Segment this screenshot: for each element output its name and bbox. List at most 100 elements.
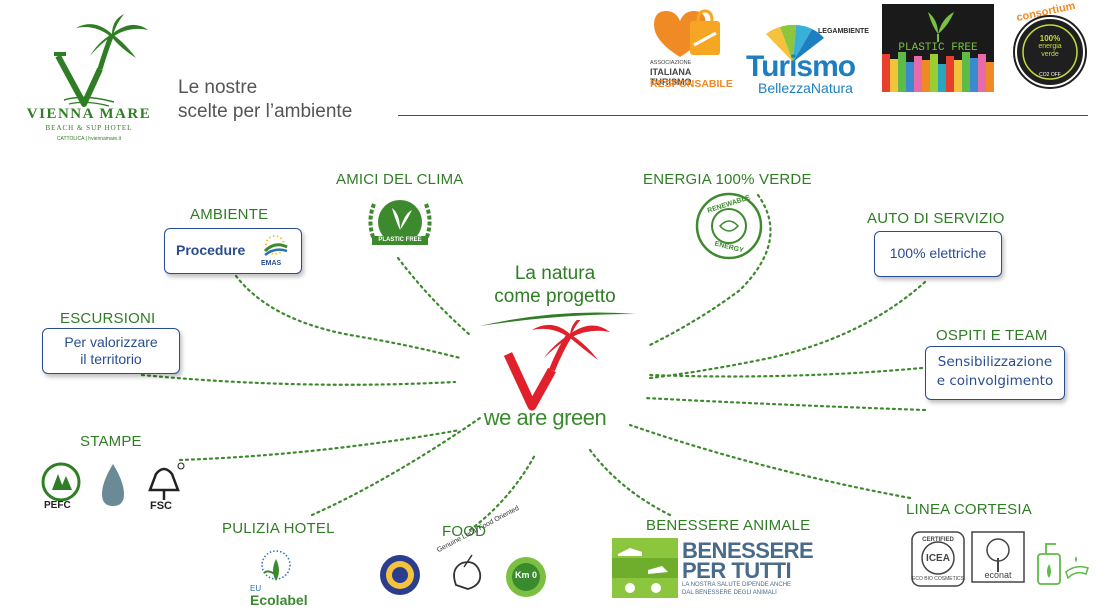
heart-bag-icon	[654, 9, 720, 57]
cortesia-logos	[911, 531, 1089, 587]
headline-line2: scelte per l’ambiente	[178, 101, 353, 122]
center-brand: we are green	[483, 405, 607, 430]
cortesia-title: LINEA CORTESIA	[906, 501, 1032, 518]
aitr-line1: ASSOCIAZIONE	[650, 60, 692, 66]
header-rule	[398, 115, 1088, 116]
escursioni-box[interactable]: Per valorizzare il territorio	[42, 328, 180, 374]
connector-stampe	[178, 428, 462, 462]
food-title: FOOD	[442, 523, 487, 540]
eu-ecolabel-icon	[261, 550, 291, 581]
amici-clima-badge-text: PLASTIC FREE	[378, 237, 422, 243]
ecolabel-text: Ecolabel	[250, 592, 308, 608]
consortium-co2: CO2 OFF	[1039, 72, 1061, 78]
connector-auto	[648, 280, 927, 380]
icea-icon	[911, 531, 965, 587]
page-headline: Le nostre scelte per l’ambiente	[178, 76, 352, 124]
aitr-logo[interactable]: ASSOCIAZIONE ITALIANA TURISMO RESPONSABI…	[650, 5, 733, 95]
auto-box-text: 100% elettriche	[889, 245, 987, 261]
fsc-text: FSC	[150, 500, 172, 512]
connector-escursioni	[140, 373, 457, 386]
ambiente-box[interactable]: Procedure EMAS	[164, 228, 302, 274]
amici-clima-title: AMICI DEL CLIMA	[336, 171, 464, 188]
pulizia-title: PULIZIA HOTEL	[222, 520, 335, 537]
connector-energia	[648, 193, 772, 347]
ospiti-title: OSPITI E TEAM	[936, 327, 1048, 344]
connector-ospiti	[648, 366, 924, 378]
consortium-energia: energia	[1038, 43, 1062, 50]
auto-title: AUTO DI SERVIZIO	[867, 210, 1005, 227]
tagline-line1: La natura	[514, 263, 596, 284]
icea-mid: ICEA	[926, 553, 950, 564]
headline-line1: Le nostre	[178, 77, 258, 98]
food-logos	[380, 554, 546, 597]
ospiti-box[interactable]: Sensibilizzazione e coinvolgimento	[925, 346, 1065, 400]
water-drop-icon	[102, 464, 124, 506]
consortium-badge	[1013, 15, 1087, 89]
hotel-subtitle: BEACH & SUP HOTEL	[45, 124, 133, 132]
benessere-logo[interactable]: BENESSERE PER TUTTI LA NOSTRA SALUTE DIP…	[612, 538, 822, 598]
connector-amici	[396, 256, 472, 337]
km0-icon	[506, 557, 546, 597]
ambiente-box-text: Procedure	[176, 242, 246, 258]
ospiti-box-line1: Sensibilizzazione	[937, 354, 1053, 370]
ecolabel-eu: EU	[250, 584, 262, 593]
pefc-text: PEFC	[44, 500, 71, 511]
plastic-free-text: PLASTIC FREE	[898, 42, 978, 54]
benessere-sub2: DAL BENESSERE DEGLI ANIMALI	[682, 590, 777, 596]
stampe-title: STAMPE	[80, 433, 142, 450]
connector-pulizia	[310, 416, 482, 517]
center-tagline: La natura come progetto	[470, 262, 640, 308]
tagline-line2: come progetto	[494, 286, 616, 307]
emas-icon	[263, 235, 288, 257]
km0-text: Km 0	[514, 570, 537, 580]
escursioni-box-line2: il territorio	[80, 351, 142, 367]
fsc-icon	[148, 462, 185, 500]
renewable-energy-icon	[695, 192, 763, 260]
local-food-icon	[453, 554, 482, 590]
dop-icon	[380, 555, 420, 595]
consortium-verde: verde	[1041, 51, 1059, 58]
benessere-sub1: LA NOSTRA SALUTE DIPENDE ANCHE	[682, 582, 792, 588]
consortium-100: 100%	[1039, 34, 1061, 43]
escursioni-title: ESCURSIONI	[60, 310, 156, 327]
emas-text: EMAS	[261, 260, 282, 267]
hotel-logo[interactable]: VIENNA MARE BEACH & SUP HOTEL CATTOLICA …	[14, 14, 164, 144]
connector-food	[468, 453, 537, 532]
stampe-logos	[41, 462, 185, 506]
soap-dispenser-icon	[1037, 543, 1089, 585]
aitr-line2: ITALIANA TURISMO	[650, 67, 692, 87]
auto-box[interactable]: 100% elettriche	[874, 231, 1002, 277]
econat-icon	[971, 531, 1025, 583]
farm-animals-icon	[612, 538, 678, 598]
hotel-location: CATTOLICA | hviennamare.it	[56, 136, 122, 142]
icea-top: CERTIFIED	[922, 537, 954, 543]
energia-title: ENERGIA 100% VERDE	[643, 171, 812, 188]
ambiente-title: AMBIENTE	[190, 206, 269, 223]
connector-benessere	[588, 448, 672, 517]
benessere-title: BENESSERE ANIMALE	[646, 517, 811, 534]
hotel-name: VIENNA MARE	[26, 106, 152, 122]
fan-icon	[766, 24, 824, 62]
pefc-icon	[41, 462, 81, 502]
palm-v-icon	[54, 14, 148, 107]
aitr-line3: RESPONSABILE	[650, 78, 733, 90]
legambiente-bellezza: BellezzaNatura	[758, 80, 853, 96]
econat-text: econat	[984, 570, 1012, 580]
ospiti-box-line2: e coinvolgimento	[936, 373, 1054, 389]
tagline-swoosh	[480, 312, 636, 326]
consortium-logo[interactable]: consortium 100% energia verde CO2 OFF	[1010, 0, 1090, 98]
benessere-line2: PER TUTTI	[682, 558, 792, 583]
legambiente-turismo: Turismo	[746, 50, 856, 83]
connector-ospiti2	[643, 396, 927, 412]
benessere-line1: BENESSERE	[682, 538, 814, 563]
connector-cortesia	[628, 423, 912, 500]
legambiente-logo[interactable]: LEGAMBIENTE Turismo BellezzaNatura	[744, 20, 869, 98]
plastic-free-logo[interactable]: PLASTIC FREE	[882, 4, 994, 92]
center-palm-v-icon	[503, 320, 610, 411]
connector-ambiente	[234, 274, 462, 360]
legambiente-brand: LEGAMBIENTE	[818, 28, 869, 35]
escursioni-box-line1: Per valorizzare	[64, 334, 158, 350]
icea-bottom: ECO BIO COSMETICS	[912, 576, 964, 582]
plastic-free-badge-icon	[368, 200, 432, 245]
